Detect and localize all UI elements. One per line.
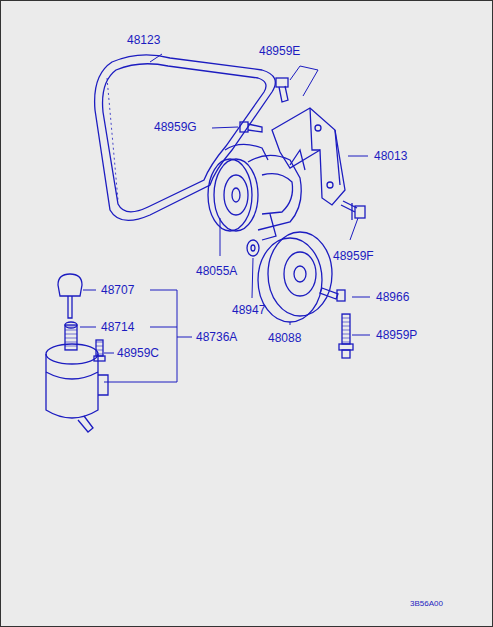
bolt bbox=[320, 288, 345, 301]
callout-number: 48959E bbox=[259, 44, 300, 58]
nut bbox=[247, 240, 259, 256]
callout-number: 48966 bbox=[376, 290, 409, 304]
callout-number: 48959G bbox=[154, 120, 197, 134]
bolt bbox=[339, 314, 353, 358]
callout-number: 48088 bbox=[268, 331, 301, 345]
leader-lines bbox=[80, 54, 370, 382]
reservoir-cap bbox=[58, 274, 82, 318]
callout-number: 48959F bbox=[333, 249, 374, 263]
drawing-code: 3B56A00 bbox=[410, 599, 443, 609]
callout-number: 48707 bbox=[101, 283, 134, 297]
bolt bbox=[276, 78, 288, 102]
bolt bbox=[240, 122, 262, 132]
reservoir-tank bbox=[46, 344, 108, 432]
drive-belt-inner bbox=[103, 64, 266, 212]
callout-number: 48013 bbox=[374, 149, 407, 163]
drive-belt bbox=[95, 55, 276, 221]
callout-number: 48123 bbox=[127, 33, 160, 47]
callout-number: 48947 bbox=[232, 303, 265, 317]
callout-number: 48959P bbox=[376, 328, 417, 342]
callout-number: 48959C bbox=[117, 346, 159, 360]
idler-pulley bbox=[258, 232, 332, 322]
pump-bracket bbox=[272, 108, 345, 205]
callout-number: 48736A bbox=[196, 330, 237, 344]
power-steering-pump bbox=[208, 144, 305, 240]
reservoir-filter bbox=[65, 322, 77, 350]
bolt bbox=[341, 201, 365, 220]
callout-number: 48055A bbox=[196, 264, 237, 278]
callout-number: 48714 bbox=[101, 320, 134, 334]
